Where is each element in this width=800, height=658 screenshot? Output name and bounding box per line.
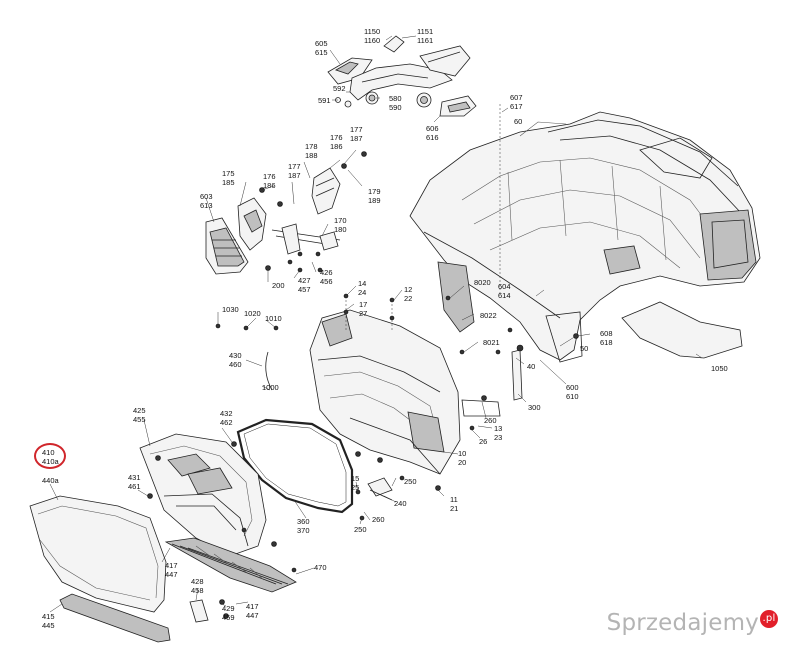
- part-label-8022: 8022: [480, 311, 497, 320]
- part-label-250-bottom: 250: [354, 525, 367, 534]
- leader-lines: [49, 35, 703, 613]
- small-hardware: [147, 259, 579, 623]
- liner-panel: [621, 301, 743, 359]
- part-label-200: 200: [272, 281, 285, 290]
- part-label-260-bottom: 260: [372, 515, 385, 524]
- latch-assembly: [205, 151, 367, 275]
- watermark: Sprzedajemy.pl: [607, 610, 778, 636]
- lid-inner-panel: [139, 433, 267, 557]
- part-label-591: 591: [318, 96, 331, 105]
- part-label-1050: 1050: [711, 364, 728, 373]
- part-label-8020: 8020: [474, 278, 491, 287]
- part-label-40: 40: [527, 362, 536, 371]
- part-label-26: 26: [479, 437, 488, 446]
- part-label-1000: 1000: [262, 383, 279, 392]
- outer-lid-cover: [29, 495, 167, 613]
- part-label-1030: 1030: [222, 305, 239, 314]
- part-label-8021: 8021: [483, 338, 500, 347]
- part-label-470: 470: [314, 563, 327, 572]
- part-label-60: 60: [514, 117, 523, 126]
- part-label-260-right: 260: [484, 416, 497, 425]
- part-label-250-right: 250: [404, 477, 417, 486]
- inner-case-body: [309, 309, 501, 475]
- lid-gasket: [236, 418, 354, 514]
- highlight-circle: [34, 443, 66, 469]
- reflector-strip: [59, 593, 171, 643]
- part-label-50: 50: [580, 344, 589, 353]
- main-shell: [409, 111, 761, 363]
- part-label-592: 592: [333, 84, 346, 93]
- bottom-trim-strip: [164, 537, 297, 593]
- part-label-240: 240: [394, 499, 407, 508]
- part-label-440a: 440a: [42, 476, 59, 485]
- part-label-300: 300: [528, 403, 541, 412]
- part-label-1010: 1010: [265, 314, 282, 323]
- part-label-1020: 1020: [244, 309, 261, 318]
- watermark-text: Sprzedajemy: [606, 610, 759, 636]
- top-rail-assembly: [327, 35, 477, 117]
- watermark-badge: .pl: [760, 610, 778, 629]
